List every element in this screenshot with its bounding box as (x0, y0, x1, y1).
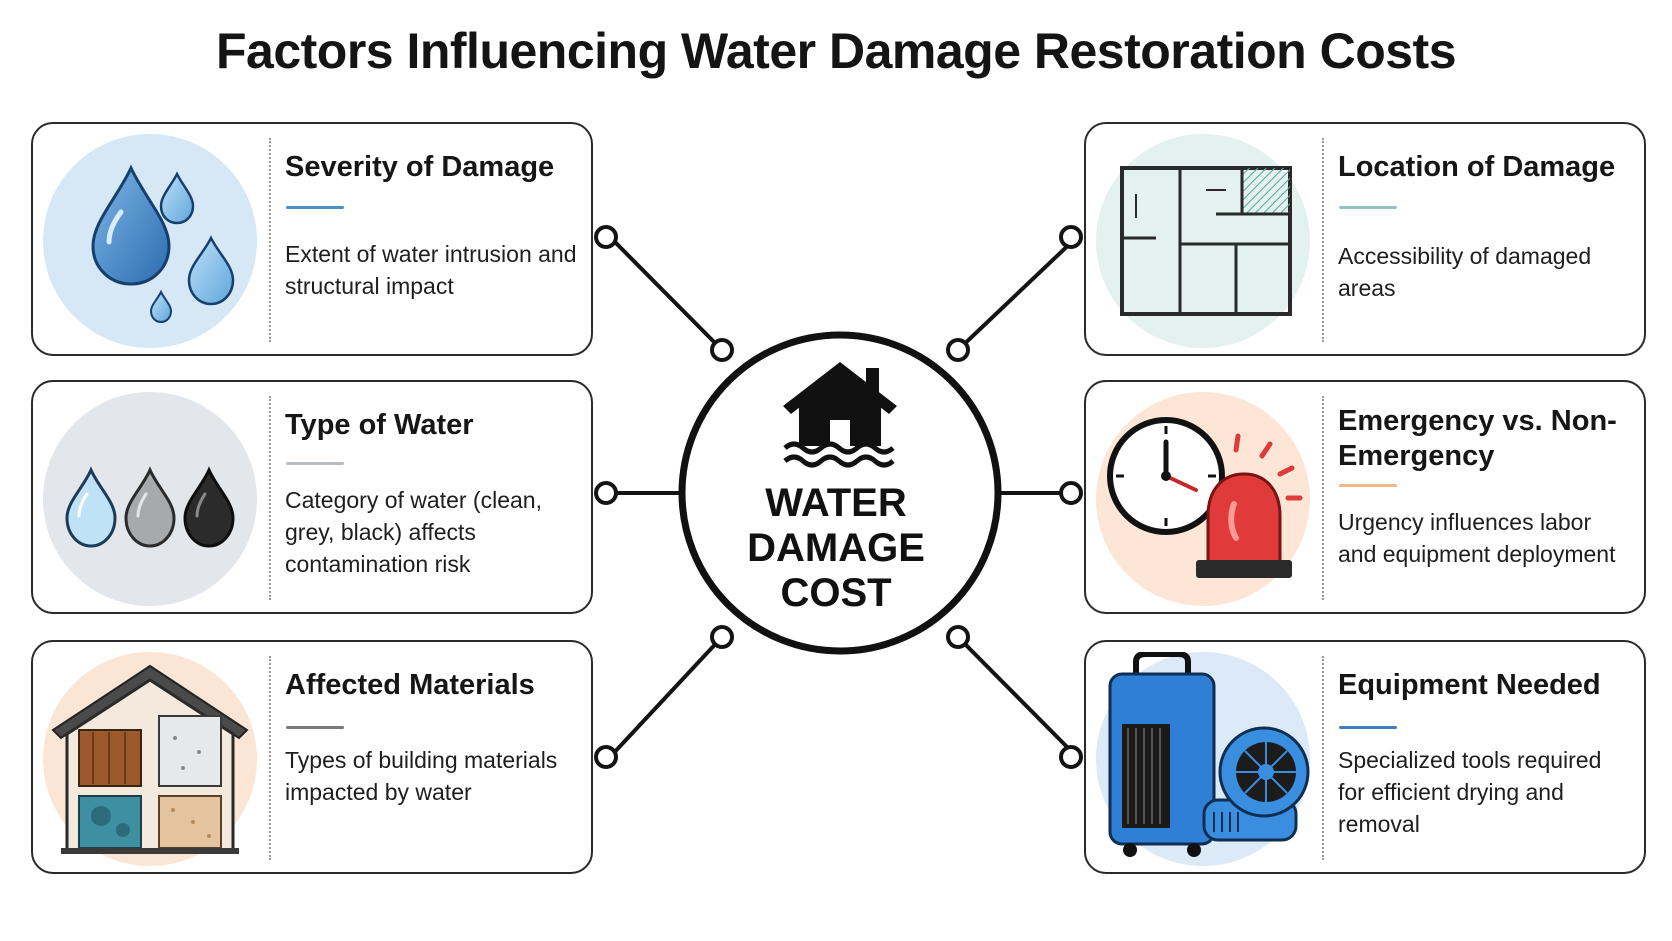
factor-heading: Equipment Needed (1338, 669, 1601, 701)
card-divider (1322, 656, 1324, 860)
heading-accent-bar (286, 206, 344, 209)
factor-heading: Affected Materials (285, 669, 535, 701)
factor-heading: Type of Water (285, 409, 474, 441)
connector-line-location (956, 235, 1079, 352)
connector-node (710, 338, 734, 362)
factor-heading: Severity of Damage (285, 151, 555, 183)
connector-node (1059, 745, 1083, 769)
card-divider (1322, 138, 1324, 342)
factor-card-equipment: Equipment Needed Specialized tools requi… (1084, 640, 1646, 874)
connector-node (710, 625, 734, 649)
connector-node (946, 338, 970, 362)
water-categories-icon (43, 392, 257, 606)
heading-accent-bar (286, 462, 344, 465)
center-label: WATER DAMAGE COST (700, 481, 972, 616)
card-divider (269, 656, 271, 860)
heading-accent-bar (286, 726, 344, 729)
connector-node (1059, 225, 1083, 249)
factor-card-type-of-water: Type of Water Category of water (clean, … (31, 380, 593, 614)
card-divider (269, 138, 271, 342)
connector-node (1059, 481, 1083, 505)
connector-line-materials (608, 635, 724, 759)
factor-description: Extent of water intrusion and structural… (285, 241, 577, 299)
connector-line-severity (608, 235, 724, 352)
connector-node (594, 481, 618, 505)
factor-description: Types of building materials impacted by … (285, 747, 558, 805)
floor-plan-icon (1096, 134, 1310, 348)
connector-node (946, 625, 970, 649)
connector-line-equipment (956, 635, 1079, 759)
factor-card-emergency: Emergency vs. Non-Emergency Urgency infl… (1084, 380, 1646, 614)
heading-accent-bar (1339, 726, 1397, 729)
dehumidifier-and-fan-icon (1096, 652, 1310, 866)
card-divider (269, 396, 271, 600)
center-label-line: DAMAGE (747, 526, 925, 570)
building-materials-icon (43, 652, 257, 866)
factor-description: Urgency influences labor and equipment d… (1338, 509, 1616, 567)
factor-card-location: Location of Damage Accessibility of dama… (1084, 122, 1646, 356)
factor-heading: Emergency vs. Non-Emergency (1338, 405, 1617, 472)
center-label-line: WATER (765, 481, 907, 525)
factor-card-severity: Severity of Damage Extent of water intru… (31, 122, 593, 356)
connector-node (594, 745, 618, 769)
factor-card-affected-materials: Affected Materials Types of building mat… (31, 640, 593, 874)
center-hub-circle (678, 331, 1002, 655)
connector-node (594, 225, 618, 249)
heading-accent-bar (1339, 206, 1397, 209)
factor-description: Specialized tools required for efficient… (1338, 747, 1602, 837)
factor-description: Accessibility of damaged areas (1338, 243, 1592, 301)
center-label-line: COST (780, 571, 892, 615)
flooded-house-icon (783, 362, 897, 468)
water-drops-icon (43, 134, 257, 348)
factor-description: Category of water (clean, grey, black) a… (285, 487, 542, 577)
card-divider (1322, 396, 1324, 600)
page-title: Factors Influencing Water Damage Restora… (215, 23, 1457, 79)
heading-accent-bar (1339, 484, 1397, 487)
clock-and-siren-icon (1096, 392, 1310, 606)
factor-heading: Location of Damage (1338, 151, 1616, 183)
